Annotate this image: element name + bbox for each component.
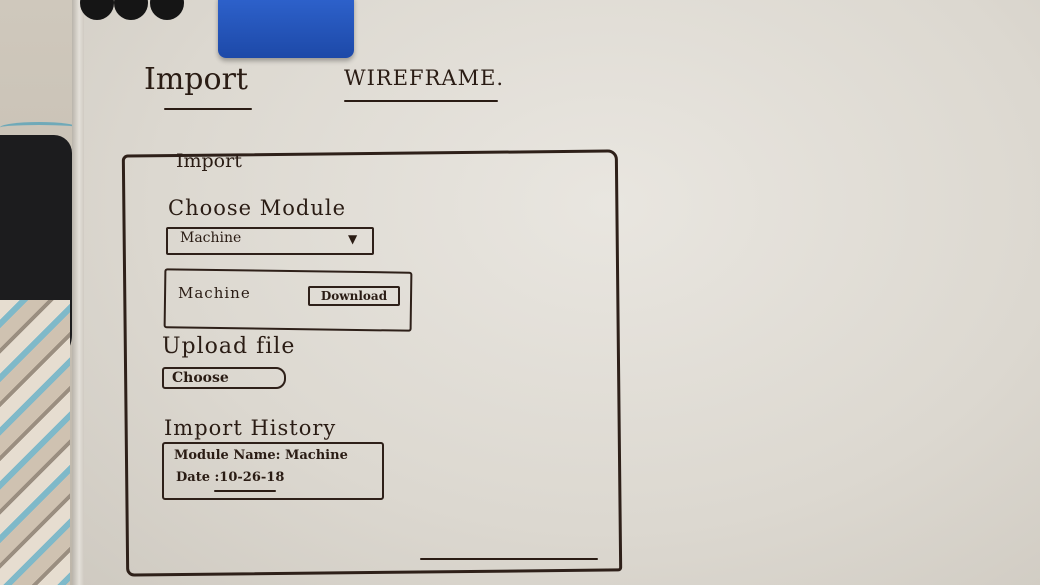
board-subtitle: WIREFRAME. [344,66,505,90]
module-select-value: Machine [180,230,242,246]
board-title-underline [164,108,252,110]
board-subtitle-underline [344,100,498,102]
whiteboard [78,0,1040,585]
upload-file-label: Upload file [162,334,296,359]
wireframe-heading: Import [176,150,242,172]
choose-file-button[interactable]: Choose [162,367,286,389]
module-template-label: Machine [178,284,251,302]
whiteboard-frame-edge [72,0,84,585]
whiteboard-eraser [218,0,354,58]
choose-module-label: Choose Module [168,196,347,220]
wireframe-bottom-stroke [420,558,598,560]
board-title: Import [144,62,248,97]
history-module-name: Module Name: Machine [174,448,348,463]
magnet [80,0,114,20]
magnet [150,0,184,20]
striped-cloth [0,300,70,585]
magnet [114,0,148,20]
history-date: Date :10-26-18 [176,470,285,485]
history-date-underline [214,490,276,492]
import-history-label: Import History [164,416,337,440]
import-history-item[interactable] [162,442,384,500]
chevron-down-icon[interactable]: ▼ [348,232,358,246]
module-select[interactable] [166,227,374,255]
cable [0,122,78,133]
download-button[interactable]: Download [308,286,400,306]
